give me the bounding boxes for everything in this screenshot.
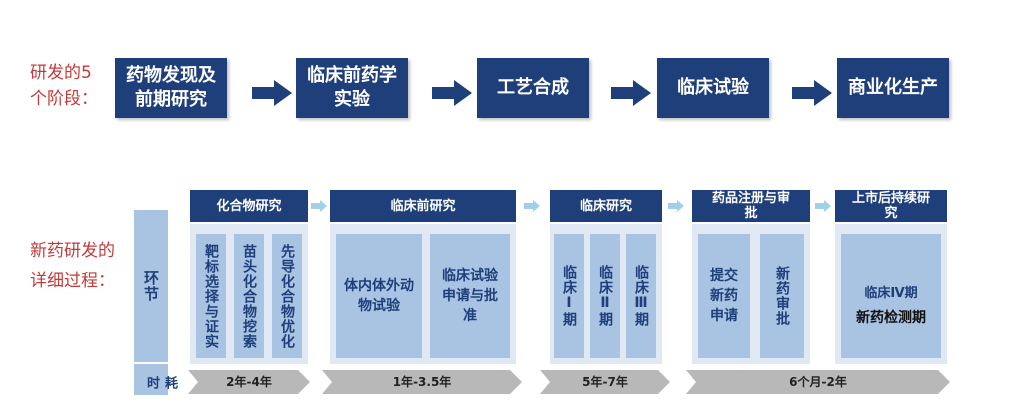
card-target-selection: 靶标选择与证实 bbox=[196, 234, 226, 358]
stage-1-line1: 药物发现及 bbox=[126, 65, 216, 86]
duration-bar-registration bbox=[686, 370, 950, 394]
stages-label-line1: 研发的5 bbox=[30, 63, 92, 83]
card-in-vivo-in-vitro: 体内体外动物试验 bbox=[336, 234, 422, 358]
duration-label-registration: 6个月-2年 bbox=[789, 375, 847, 389]
stage-2-line1: 临床前药学 bbox=[307, 65, 397, 86]
card-clinical-phase-2: 临床Ⅱ期 bbox=[590, 234, 620, 358]
card-nda-review: 新药审批 bbox=[760, 234, 804, 358]
row-label-column: 环节 耗时 bbox=[134, 210, 177, 395]
right-arrow-icon bbox=[611, 80, 651, 106]
stage-box-commercial-production: 商业化生产 bbox=[837, 58, 949, 118]
duration-bar-compound bbox=[188, 370, 310, 394]
detail-label: 新药研发的 详细过程： bbox=[30, 238, 130, 294]
row-label-process: 环节 bbox=[142, 270, 160, 302]
duration-label-preclinical: 1年-3.5年 bbox=[392, 375, 452, 389]
card-submit-nda-text: 提交新药申请 bbox=[710, 268, 738, 324]
stage-2-line2: 实验 bbox=[334, 89, 370, 110]
duration-label-compound: 2年-4年 bbox=[226, 375, 272, 389]
stage-box-drug-discovery: 药物发现及前期研究 bbox=[115, 58, 227, 118]
stages-label: 研发的5 个阶段： bbox=[30, 60, 120, 112]
stage-box-preclinical: 临床前药学实验 bbox=[296, 58, 408, 118]
stages-label-line2: 个阶段： bbox=[30, 89, 98, 109]
right-arrow-icon bbox=[524, 200, 540, 212]
row-label-divider bbox=[134, 362, 168, 364]
stage-box-clinical-trial: 临床试验 bbox=[657, 58, 769, 118]
phase-header-compound-research: 化合物研究 bbox=[190, 190, 308, 222]
card-phase-4: 临床Ⅳ期 新药检测期 bbox=[841, 234, 941, 358]
card-clinical-phase-1: 临床Ⅰ期 bbox=[554, 234, 584, 358]
card-monitoring-text: 新药检测期 bbox=[856, 310, 926, 326]
right-arrow-icon bbox=[432, 80, 472, 106]
row-label-time: 耗时 bbox=[144, 375, 177, 390]
detail-label-line2: 详细过程： bbox=[30, 271, 115, 291]
duration-label-clinical: 5年-7年 bbox=[582, 375, 628, 389]
right-arrow-icon bbox=[815, 200, 831, 212]
card-clinical-application: 临床试验申请与批准 bbox=[430, 234, 510, 358]
card-clinical-phase-3: 临床Ⅲ期 bbox=[626, 234, 656, 358]
stage-3-line1: 工艺合成 bbox=[497, 77, 569, 98]
duration-bar-clinical bbox=[540, 370, 670, 394]
phase-header-preclinical-research: 临床前研究 bbox=[330, 190, 516, 222]
phase-header-clinical-research: 临床研究 bbox=[550, 190, 662, 222]
card-clinical-application-text: 临床试验申请与批准 bbox=[442, 268, 498, 324]
right-arrow-icon bbox=[668, 200, 684, 212]
card-in-vivo-in-vitro-text: 体内体外动物试验 bbox=[344, 278, 414, 314]
right-arrow-icon bbox=[311, 200, 327, 212]
stage-1-line2: 前期研究 bbox=[135, 89, 207, 110]
right-arrow-icon bbox=[792, 80, 832, 106]
card-phase-4-text: 临床Ⅳ期 bbox=[864, 286, 918, 301]
detail-label-line1: 新药研发的 bbox=[30, 241, 115, 261]
right-arrow-icon bbox=[252, 80, 292, 106]
card-lead-optimization: 先导化合物优化 bbox=[272, 234, 302, 358]
card-submit-nda: 提交新药申请 bbox=[698, 234, 750, 358]
phase-header-registration-approval: 药品注册与审批 bbox=[692, 190, 810, 222]
stage-box-process-synthesis: 工艺合成 bbox=[477, 58, 589, 118]
phase-header-post-market-research: 上市后持续研究 bbox=[835, 190, 947, 222]
duration-bar-preclinical bbox=[322, 370, 522, 394]
stage-5-line1: 商业化生产 bbox=[848, 77, 938, 98]
stage-4-line1: 临床试验 bbox=[677, 77, 749, 98]
card-hit-discovery: 苗头化合物挖索 bbox=[234, 234, 264, 358]
